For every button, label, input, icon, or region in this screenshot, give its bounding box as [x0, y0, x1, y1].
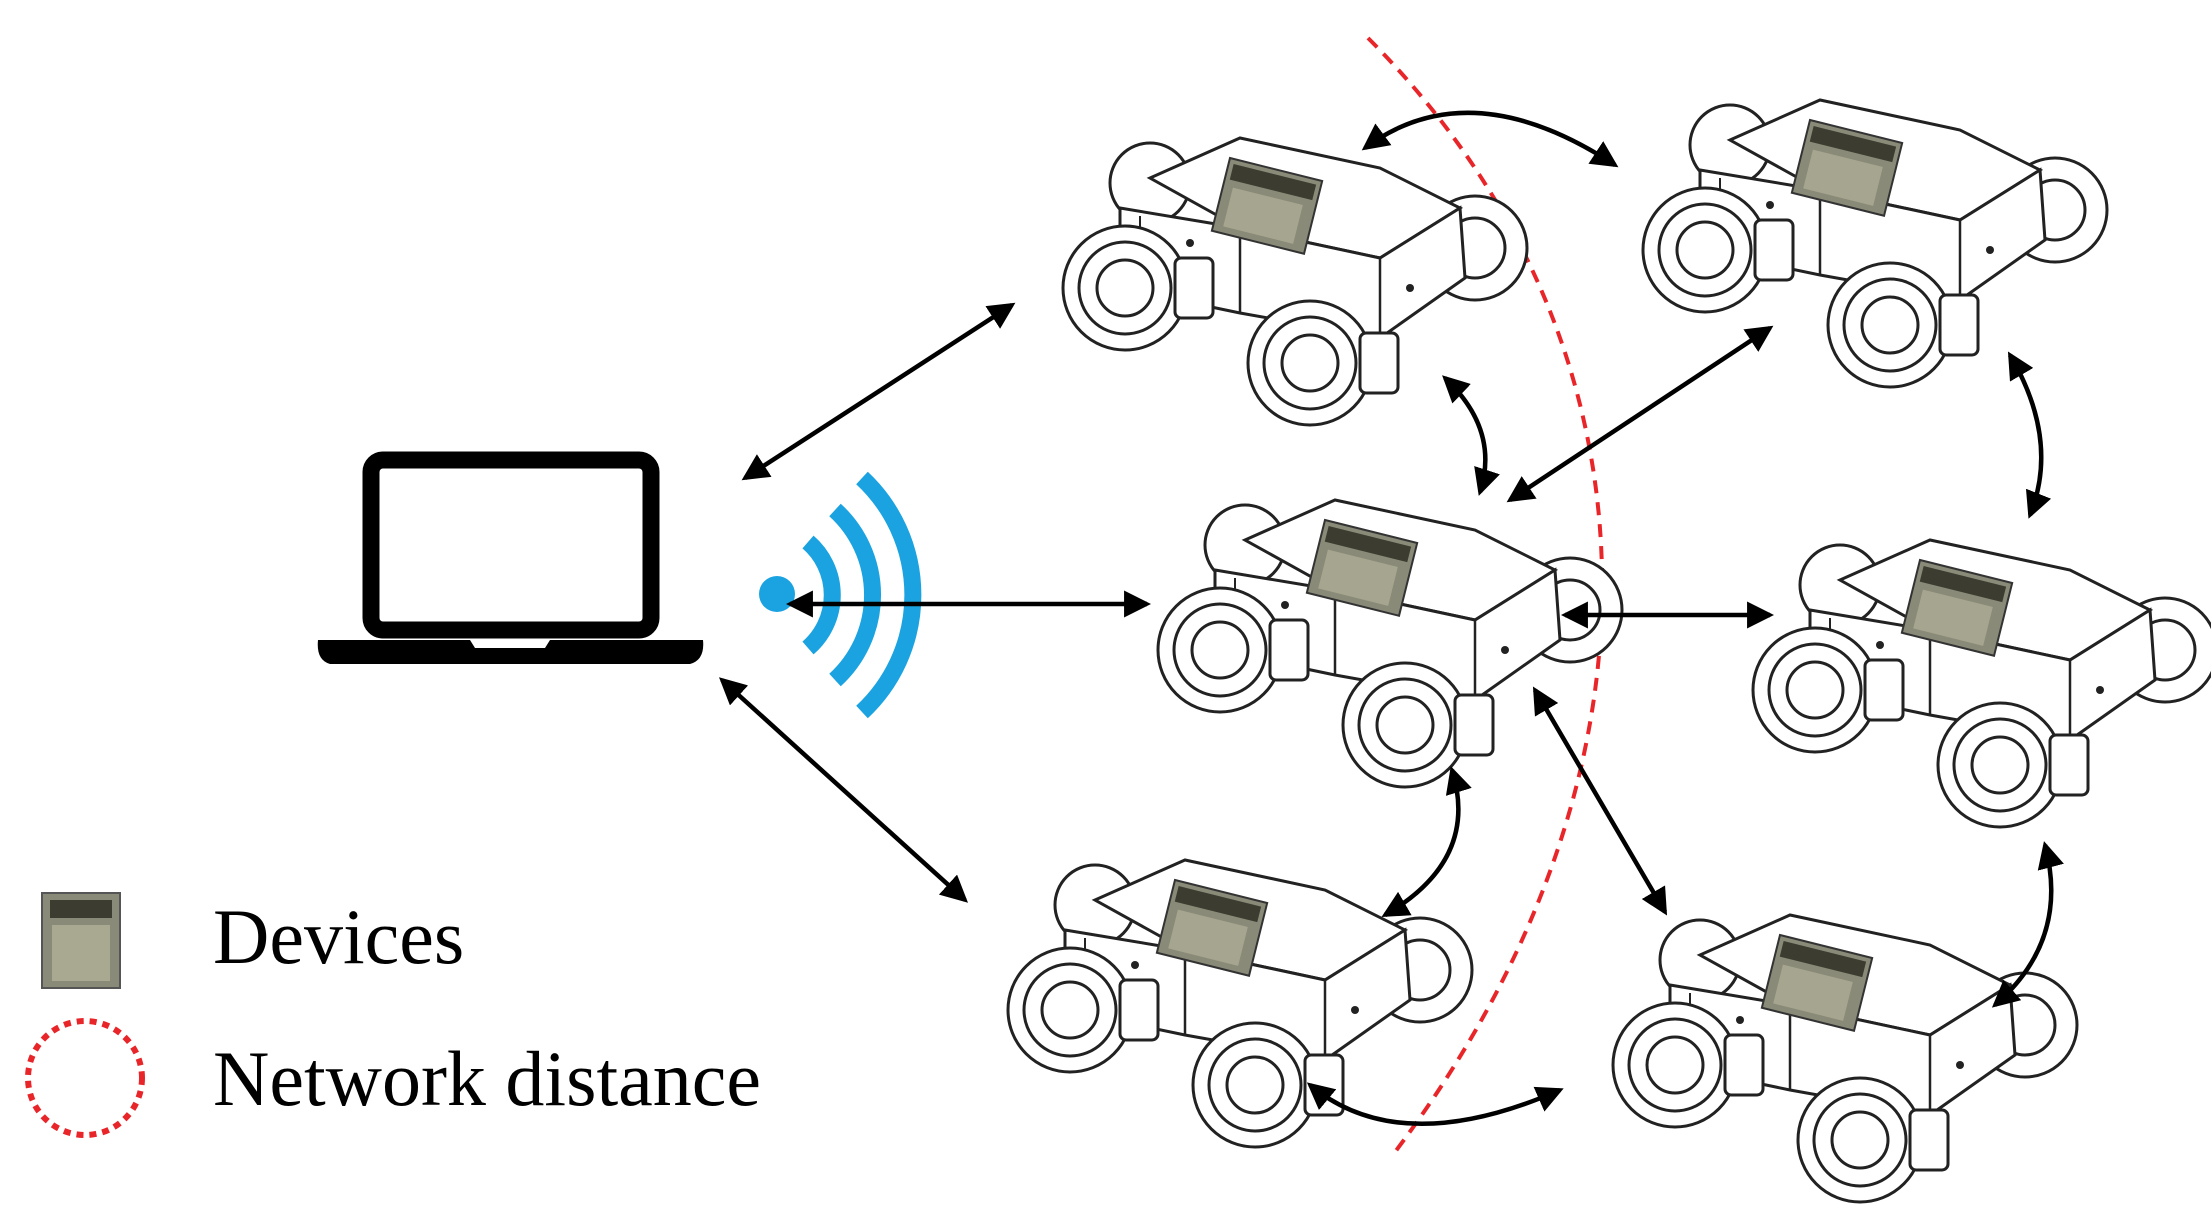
link-arrow [1532, 686, 1668, 916]
link-arrow [1506, 325, 1774, 503]
device-chip-icon [41, 892, 121, 989]
link-arrow [1991, 841, 2064, 1008]
legend-devices-label: Devices [213, 893, 465, 980]
robot-icon [1611, 913, 2079, 1204]
link-arrow [718, 677, 969, 903]
link-arrow [1361, 110, 1619, 168]
link-arrow [741, 302, 1016, 481]
link-arrow [1442, 375, 1500, 496]
wifi-icon [759, 471, 922, 719]
robot-icon [1156, 498, 1624, 789]
dashed-circle-icon [25, 1018, 145, 1138]
link-arrow [1381, 766, 1472, 918]
link-arrow [1306, 1082, 1564, 1127]
network-distance-boundary [1366, 36, 1605, 1154]
robot-icon [1061, 136, 1529, 427]
robot-icon [1641, 98, 2109, 389]
legend-network-distance-label: Network distance [213, 1035, 761, 1122]
link-arrow [2007, 351, 2052, 519]
robot-icon [1751, 538, 2211, 829]
laptop-icon [317, 451, 704, 664]
